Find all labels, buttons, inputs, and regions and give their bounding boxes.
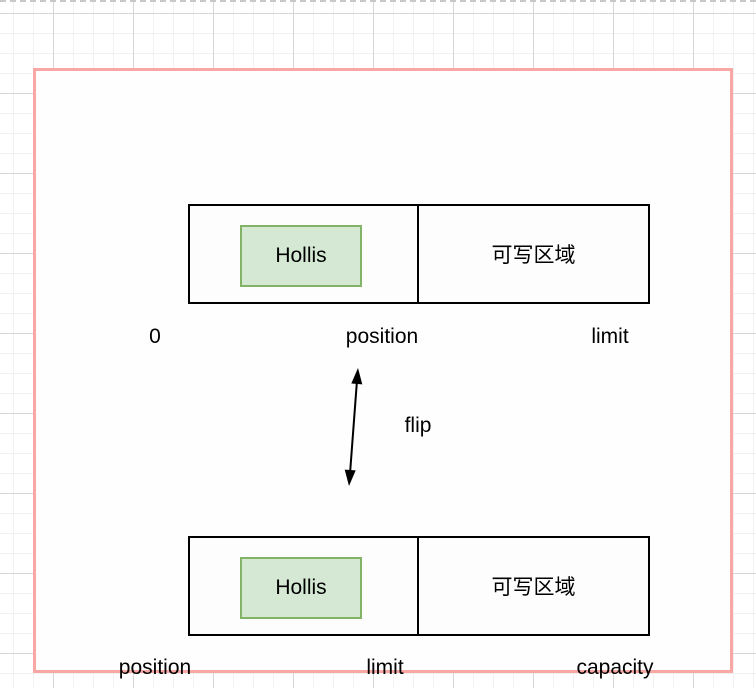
marker-label-limit-top[interactable]: limit [591,325,629,348]
marker-label-position-top[interactable]: position [345,325,419,348]
marker-label-position-bottom[interactable]: position [118,656,192,679]
page-boundary-dashed-line [0,0,756,2]
buffer-bottom-writable-cell[interactable]: 可写区域 [419,538,648,634]
marker-label-limit-bottom[interactable]: limit [366,656,404,679]
buffer-bottom-writable-label: 可写区域 [491,576,576,599]
buffer-top-data-block[interactable]: Hollis [240,225,362,287]
buffer-bottom-data-block-label: Hollis [275,576,327,599]
buffer-top-writable-cell[interactable]: 可写区域 [419,206,648,302]
marker-label-zero[interactable]: 0 [149,325,161,348]
buffer-bottom-read-cell[interactable]: Hollis [190,538,419,634]
flip-label[interactable]: flip [404,414,432,437]
buffer-top-read-cell[interactable]: Hollis [190,206,419,302]
page-frame[interactable]: Hollis 可写区域 0 position limit flip Hollis [33,68,733,679]
buffer-top[interactable]: Hollis 可写区域 [188,204,650,304]
buffer-bottom[interactable]: Hollis 可写区域 [188,536,650,636]
flip-double-arrow-icon[interactable] [336,361,376,496]
buffer-top-data-block-label: Hollis [275,244,327,267]
buffer-bottom-data-block[interactable]: Hollis [240,557,362,619]
buffer-top-writable-label: 可写区域 [491,244,576,267]
marker-label-capacity[interactable]: capacity [576,656,654,679]
